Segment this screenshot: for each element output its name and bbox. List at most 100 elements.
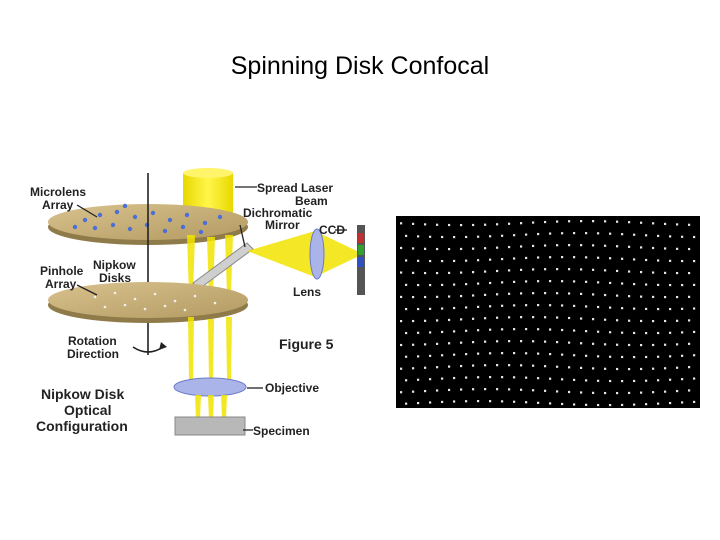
spot: [525, 256, 528, 260]
spot: [633, 233, 636, 236]
spot: [532, 268, 535, 271]
spot: [496, 246, 499, 249]
spot: [477, 282, 480, 285]
spot: [496, 293, 499, 296]
spot: [465, 329, 468, 332]
spot: [484, 317, 487, 320]
spot: [429, 331, 432, 334]
spot: [489, 352, 492, 355]
spot: [424, 319, 427, 322]
spot: [436, 342, 439, 345]
spot: [633, 331, 636, 335]
spot: [537, 352, 540, 355]
spot: [645, 258, 648, 262]
spot: [436, 319, 439, 322]
laser-beam-top: [183, 168, 233, 178]
spot: [669, 235, 672, 238]
spot: [676, 271, 679, 275]
spot: [549, 304, 552, 307]
spot: [640, 221, 643, 224]
spot: [592, 220, 595, 223]
spot: [592, 391, 595, 394]
label-objective: Objective: [265, 381, 319, 395]
spot: [573, 256, 576, 259]
spot: [424, 389, 427, 393]
label-dichromatic-line1: Dichromatic: [243, 206, 313, 220]
label-pinhole-line2: Array: [45, 277, 77, 291]
nipkow-diagram-svg: Microlens Array Pinhole Array Nipkow Dis…: [30, 168, 365, 438]
spot: [472, 341, 475, 344]
spot: [465, 400, 468, 403]
spot: [561, 353, 564, 356]
spot: [609, 355, 612, 358]
spot: [628, 295, 631, 298]
spot: [501, 234, 504, 237]
spot: [604, 244, 607, 247]
spot: [417, 307, 420, 311]
spot: [405, 402, 408, 405]
spot: [652, 271, 655, 274]
spot: [448, 271, 451, 275]
spot: [484, 270, 487, 273]
spot: [465, 376, 468, 379]
spot: [441, 235, 444, 239]
spot: [669, 401, 672, 405]
spot: [664, 295, 667, 299]
spot: [429, 235, 432, 238]
spot: [568, 268, 571, 271]
spot: [640, 367, 643, 371]
spot: [544, 244, 547, 247]
spot: [525, 280, 528, 283]
spot: [412, 295, 415, 299]
spot: [460, 294, 463, 298]
spot: [544, 365, 547, 368]
label-nipkow-line2: Disks: [99, 271, 131, 285]
spot: [585, 354, 588, 357]
spot: [585, 232, 588, 235]
slide-title: Spinning Disk Confocal: [230, 52, 490, 80]
spot: [633, 307, 636, 310]
spot: [520, 316, 523, 319]
spot: [477, 259, 480, 262]
spot: [681, 378, 684, 381]
spot: [657, 402, 660, 405]
spot: [640, 246, 643, 249]
spot: [652, 222, 655, 225]
spot: [472, 364, 475, 367]
spot: [621, 379, 624, 383]
spot: [405, 283, 408, 286]
spot: [664, 247, 667, 250]
spot: [424, 223, 427, 226]
spot: [417, 235, 420, 238]
spot: [604, 343, 607, 346]
spot: [556, 292, 559, 295]
spot: [412, 319, 415, 323]
spot: [609, 306, 612, 309]
spot: [621, 257, 624, 260]
spot: [592, 318, 595, 321]
spot: [676, 389, 679, 393]
spot: [616, 343, 619, 346]
spot: [609, 403, 612, 407]
spot: [412, 247, 415, 250]
spot: [688, 319, 691, 322]
spot: [460, 223, 463, 227]
spot: [693, 400, 696, 404]
spot: [513, 376, 516, 379]
spot: [664, 367, 667, 370]
spot: [412, 367, 415, 370]
spot: [508, 292, 511, 295]
spot: [693, 354, 696, 357]
spot: [604, 269, 607, 272]
spot: [664, 390, 667, 393]
spot: [441, 330, 444, 334]
spot: [681, 283, 684, 287]
spot: [417, 355, 420, 358]
spot: [429, 259, 432, 263]
spot: [525, 376, 528, 379]
spot: [573, 378, 576, 382]
spot: [669, 355, 672, 358]
spot: [688, 271, 691, 275]
spot: [448, 318, 451, 322]
spot: [556, 340, 559, 344]
